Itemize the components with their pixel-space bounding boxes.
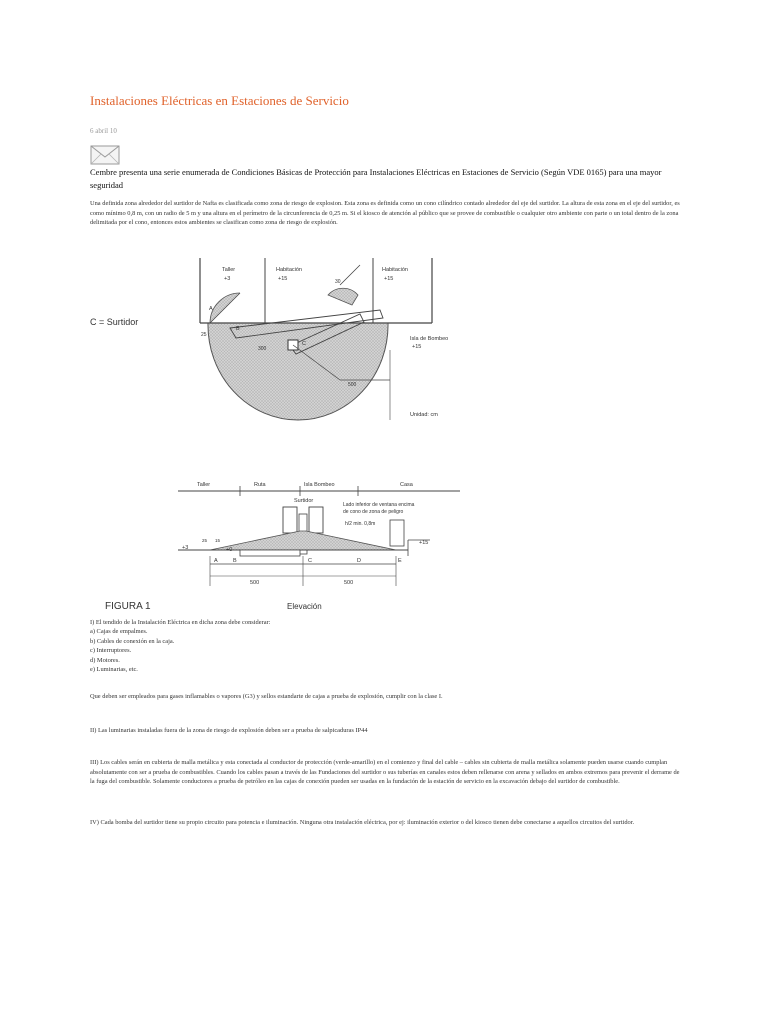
elev-pt-e: E xyxy=(398,558,402,564)
list-item: b) Cables de conexión en la caja. xyxy=(90,637,175,645)
isla-label: Isla de Bombeo xyxy=(410,336,448,342)
paragraph-zone-definition: Una definida zona alrededor del surtidor… xyxy=(90,200,680,227)
plan-view: C = Surtidor Taller +3 Habitación +15 Ha… xyxy=(90,258,448,421)
elev-hazard-cone xyxy=(209,530,397,551)
figure-subcaption: Elevación xyxy=(287,602,322,611)
elevation-view: Taller Ruta Isla Bombeo Casa Surtidor La… xyxy=(178,482,460,586)
paragraph-luminarias: II) Las luminarias instaladas fuera de l… xyxy=(90,727,368,734)
elev-level-center: +0 xyxy=(226,547,232,553)
unit-label: Unidad: cm xyxy=(410,412,438,418)
point-a: A xyxy=(209,306,213,312)
list-item: d) Motores. xyxy=(90,656,120,664)
elev-casa: Casa xyxy=(400,482,414,488)
elev-isla: Isla Bombeo xyxy=(304,482,335,488)
elev-dim-500-left: 500 xyxy=(250,580,259,586)
habitacion2-label: Habitación xyxy=(382,267,408,273)
dim-500: 500 xyxy=(348,382,357,388)
paragraph-cables: III) Los cables serán en cubierta de mal… xyxy=(90,759,680,786)
point-b: B xyxy=(236,326,240,332)
requirements-list: I) El tendido de la Instalación Eléctric… xyxy=(90,618,270,674)
article-title[interactable]: Instalaciones Eléctricas en Estaciones d… xyxy=(90,93,349,108)
elev-pt-b: B xyxy=(233,558,237,564)
elev-note-1: Lado inferior de ventana encima xyxy=(343,502,415,508)
elev-h-label: h/2 min. 0,8m xyxy=(345,521,375,527)
hazard-zone xyxy=(207,322,389,421)
taller-label: Taller xyxy=(222,267,235,273)
list-item: c) Interruptores. xyxy=(90,647,132,655)
intro-text: Cembre presenta una serie enumerada de C… xyxy=(90,167,662,190)
elev-pt-d: D xyxy=(357,558,361,564)
elev-pt-a: A xyxy=(214,558,218,564)
taller-level: +3 xyxy=(224,276,230,282)
envelope-icon[interactable] xyxy=(90,145,120,165)
article-date: 6 abril 10 xyxy=(90,127,117,135)
figure-diagram: C = Surtidor Taller +3 Habitación +15 Ha… xyxy=(90,258,460,612)
habitacion1-label: Habitación xyxy=(276,267,302,273)
elev-surtidor: Surtidor xyxy=(294,498,313,504)
paragraph-gases: Que deben ser empleados para gases infla… xyxy=(90,693,443,700)
elev-dim-25: 25 xyxy=(202,538,208,543)
elev-level-left: +3 xyxy=(182,545,188,551)
elev-taller: Taller xyxy=(197,482,210,488)
point-c: C xyxy=(302,341,306,347)
legend-c: C = Surtidor xyxy=(90,317,138,327)
dim-300: 300 xyxy=(258,346,267,352)
elev-dim-15: 15 xyxy=(215,538,221,543)
elev-note-2: de cono de zona de peligro xyxy=(343,509,404,515)
habitacion1-level: +15 xyxy=(278,276,287,282)
dim-25: 25 xyxy=(201,332,207,338)
habitacion2-level: +15 xyxy=(384,276,393,282)
list-item: a) Cajas de empalmes. xyxy=(90,628,148,636)
elev-level-right: +15 xyxy=(419,540,428,546)
elev-pt-c: C xyxy=(308,558,312,564)
list-item: e) Luminarias, etc. xyxy=(90,666,138,674)
isla-level: +15 xyxy=(412,344,421,350)
paragraph-circuits: IV) Cada bomba del surtidor tiene su pro… xyxy=(90,819,635,826)
figure-caption: FIGURA 1 xyxy=(105,601,151,612)
list-heading: I) El tendido de la Instalación Eléctric… xyxy=(90,619,271,626)
elev-dim-500-right: 500 xyxy=(344,580,353,586)
dim-30: 30 xyxy=(335,279,341,285)
elev-ruta: Ruta xyxy=(254,482,267,488)
